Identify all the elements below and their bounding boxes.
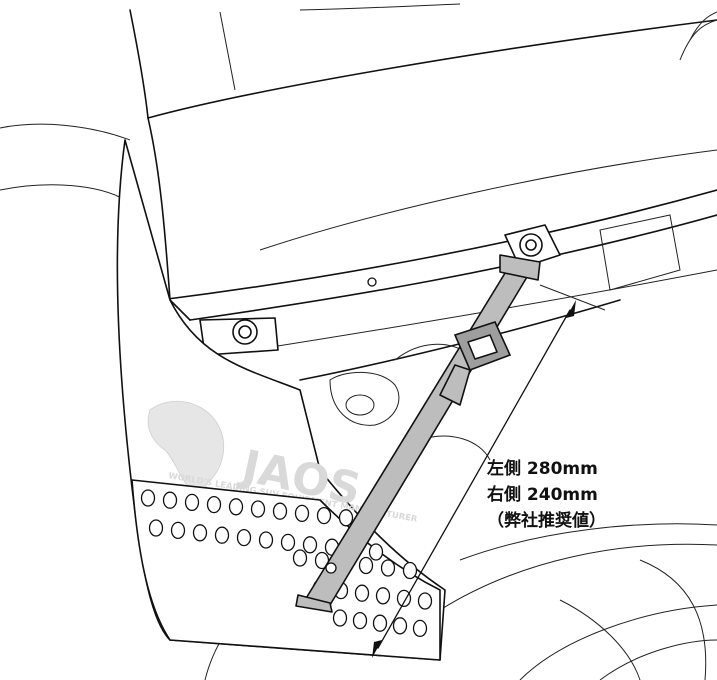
mudflap-hole	[358, 556, 374, 575]
mudflap-hole	[228, 498, 244, 516]
mudflap-hole	[280, 533, 296, 552]
mudflap-hole	[396, 589, 412, 608]
mudflap-hole	[375, 587, 391, 605]
measurement-callout: 左側 280mm 右側 240mm （弊社推奨値）	[487, 456, 667, 534]
mudflap-hole	[402, 561, 418, 580]
mudflap-hole	[372, 614, 388, 632]
mudflap-hole	[292, 549, 308, 567]
mudflap-hole	[206, 495, 222, 514]
right-bolt	[504, 224, 561, 269]
mudflap-hole	[302, 536, 318, 554]
callout-note: （弊社推奨値）	[487, 511, 606, 531]
mudflap-hole	[332, 609, 348, 627]
mudflap-hole	[338, 509, 354, 527]
body-panel	[129, 3, 717, 381]
mudflap-hole	[258, 531, 274, 549]
mudflap-hole	[352, 611, 368, 630]
mudflap-hole	[214, 526, 230, 544]
measurement-arrow	[372, 284, 606, 658]
mudflap-hole	[368, 543, 384, 561]
mudflap-hole	[250, 500, 266, 518]
mudflap-hole	[236, 528, 252, 547]
mudflap-hole	[412, 619, 428, 638]
left-bolt	[199, 317, 279, 356]
mudflap-hole	[294, 504, 310, 523]
mudflap-hole	[316, 506, 332, 525]
mudflap-hole	[184, 493, 200, 512]
mudflap-hole	[170, 521, 186, 540]
mudflap-hole	[392, 617, 408, 635]
mud-flap: JAOS WORLD'S LEADING SUV EQUIPMENT MANUF…	[116, 139, 446, 661]
strap	[295, 254, 541, 613]
mudflap-hole	[272, 502, 288, 520]
mudflap-hole	[148, 519, 164, 537]
mudflap-hole	[140, 489, 156, 507]
mudflap-hole	[380, 559, 396, 577]
callout-left-value: 左側 280mm	[487, 459, 598, 479]
mudflap-hole	[162, 491, 178, 509]
strap-buckle	[439, 321, 512, 406]
mudflap-hole	[354, 584, 370, 602]
mudflap-hole	[417, 592, 433, 610]
mudflap-hole	[192, 524, 208, 542]
background-lines	[0, 123, 717, 680]
callout-right-value: 右側 240mm	[487, 485, 598, 505]
